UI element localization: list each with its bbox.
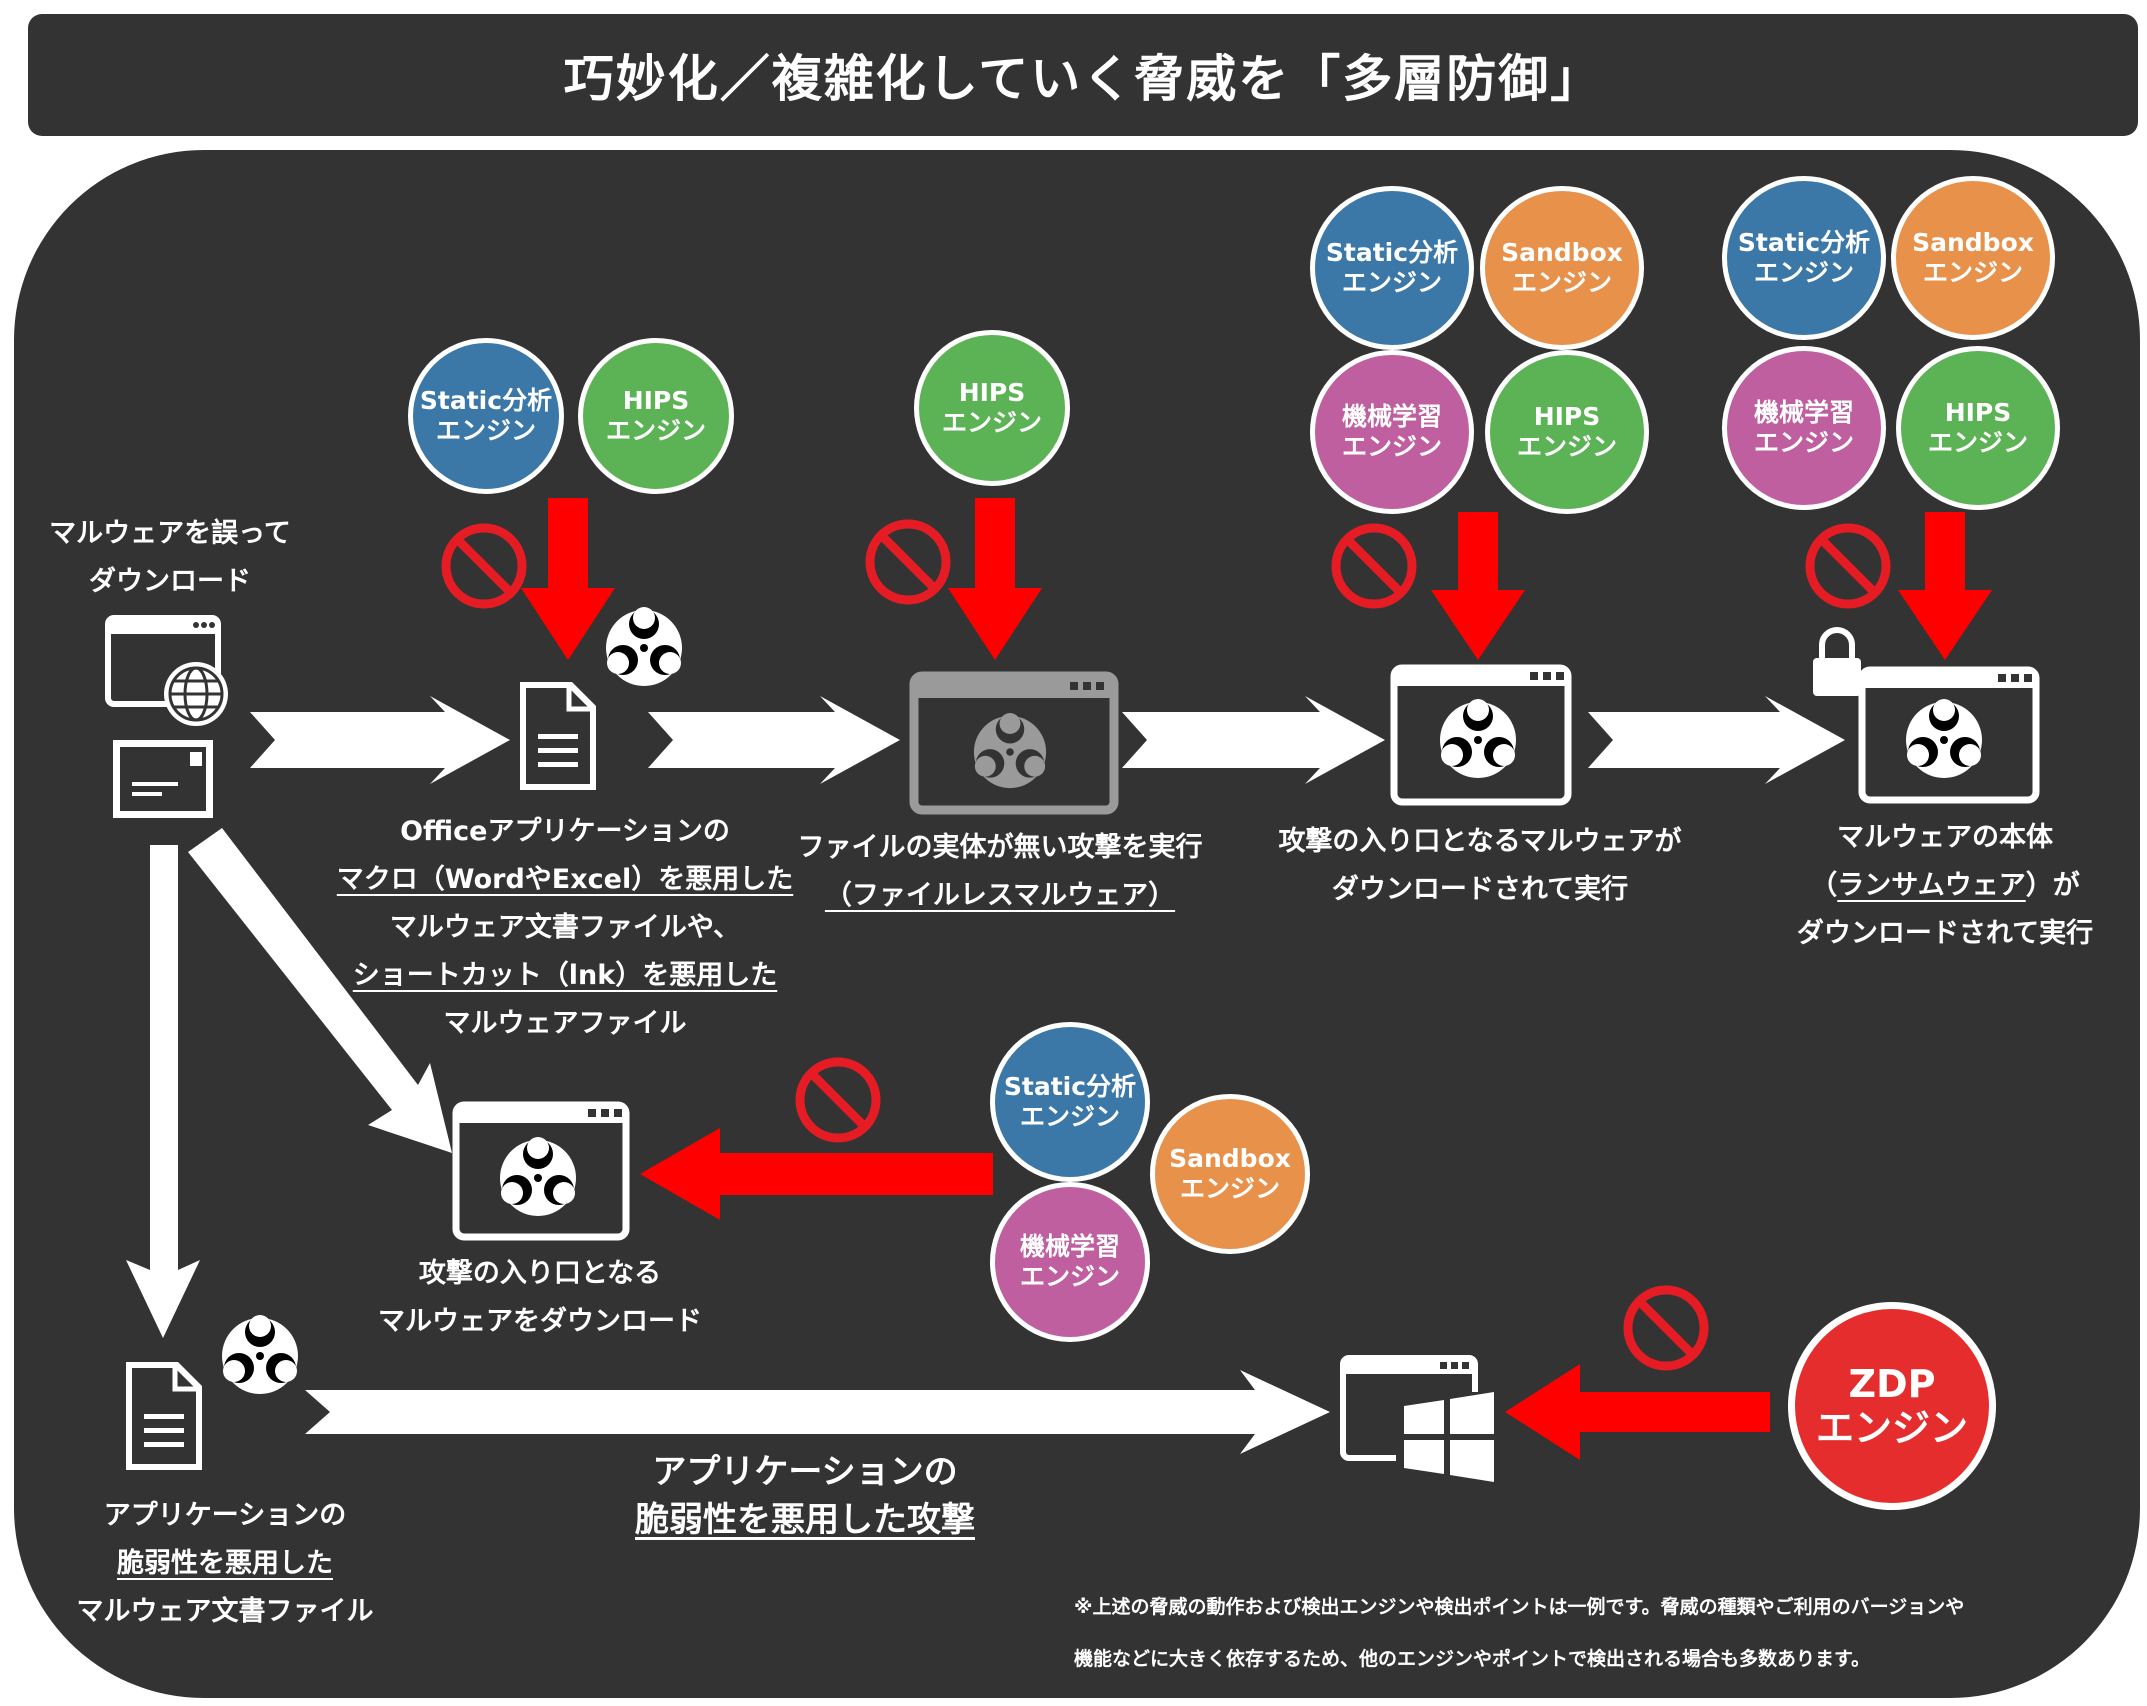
label-fileless-line-1: ファイルの実体が無い攻撃を実行 [797,832,1203,863]
browser-globe-icon [105,615,228,726]
label-start-line-2: ダウンロード [89,566,251,597]
prohibited-icon-1 [446,528,522,604]
label-start-line-1: マルウェアを誤って [49,518,291,549]
engine-hips-1: HIPS エンジン [578,338,734,494]
engine-static-2: Static分析 エンジン [1310,186,1474,350]
engine-static-1: Static分析 エンジン [408,338,564,494]
red-arrow-left-1 [640,1128,993,1220]
engine-static-4: Static分析 エンジン [990,1022,1150,1182]
label-start: マルウェアを誤って ダウンロード [30,510,310,606]
engine-hips-2: HIPS エンジン [914,330,1070,486]
window-icon-entry-download [452,1101,630,1241]
engine-sandbox-3: Sandbox エンジン [1150,1094,1310,1254]
label-ransom-underlined: ランサムウェア [1837,870,2026,901]
red-arrow-4 [1898,512,1992,660]
label-office-line-2: マクロ（WordやExcel）を悪用した [336,864,794,895]
flow-arrow-4 [1588,696,1845,784]
engine-static-3: Static分析 エンジン [1722,176,1886,340]
label-entry-line-2: ダウンロードされて実行 [1331,874,1629,905]
engine-ml-1: 機械学習 エンジン [1310,350,1474,514]
flow-arrow-down [126,845,200,1338]
label-entry-download-line-2: マルウェアをダウンロード [378,1306,702,1337]
label-entry-download: 攻撃の入り口となる マルウェアをダウンロード [340,1250,740,1346]
window-icon-ransomware [1858,666,2040,804]
prohibited-icon-4 [1810,528,1886,604]
lock-icon [1813,627,1861,696]
flow-arrow-1 [250,696,510,784]
diagram-title: 巧妙化／複雑化していく脅威を「多層防御」 [563,50,1603,108]
window-icon-fileless [909,671,1119,815]
engine-hips-4: HIPS エンジン [1896,346,2060,510]
label-ransom-line-3: ダウンロードされて実行 [1796,918,2094,949]
label-office-line-5: マルウェアファイル [443,1008,687,1039]
engine-sandbox-2: Sandbox エンジン [1891,176,2055,340]
prohibited-icon-5 [800,1062,876,1138]
engine-ml-2: 機械学習 エンジン [1722,346,1886,510]
flow-arrow-long [305,1370,1330,1454]
flow-arrow-2 [648,696,900,784]
label-vuln-doc: アプリケーションの 脆弱性を悪用した マルウェア文書ファイル [60,1492,390,1636]
label-ransom-line-1: マルウェアの本体 [1837,822,2053,853]
prohibited-icon-6 [1628,1290,1704,1366]
prohibited-icon-3 [1336,528,1412,604]
biohazard-icon-vuln [222,1315,298,1394]
label-vuln-doc-line-3: マルウェア文書ファイル [76,1596,374,1627]
label-vuln-attack-line-1: アプリケーションの [652,1452,958,1492]
windows-app-icon [1340,1355,1496,1484]
mail-icon [113,740,213,818]
label-entry-line-1: 攻撃の入り口となるマルウェアが [1278,826,1682,857]
document-icon-vuln [126,1362,202,1470]
window-icon-entry [1390,664,1572,806]
engine-zdp: ZDP エンジン [1788,1302,1996,1510]
label-vuln-doc-line-2: 脆弱性を悪用した [117,1548,333,1579]
footnote-line-1: ※上述の脅威の動作および検出エンジンや検出ポイントは一例です。脅威の種類やご利用… [1074,1596,1965,1618]
red-arrow-1 [521,498,615,660]
label-fileless-line-2: （ファイルレスマルウェア） [824,880,1176,911]
label-ransomware: マルウェアの本体 （ランサムウェア）が ダウンロードされて実行 [1760,814,2130,958]
label-office-line-4: ショートカット（lnk）を悪用した [352,960,778,991]
red-arrow-2 [948,498,1042,660]
label-fileless: ファイルの実体が無い攻撃を実行 （ファイルレスマルウェア） [780,824,1220,920]
footnote-line-2: 機能などに大きく依存するため、他のエンジンやポイントで検出される場合も多数ありま… [1074,1648,1871,1670]
document-icon-office [520,682,596,790]
engine-hips-3: HIPS エンジン [1485,350,1649,514]
label-ransom-line-2: （ランサムウェア）が [1760,862,2130,910]
engine-ml-3: 機械学習 エンジン [990,1182,1150,1342]
label-office: Officeアプリケーションの マクロ（WordやExcel）を悪用した マルウ… [330,808,800,1048]
red-arrow-3 [1431,512,1525,660]
label-vuln-attack: アプリケーションの 脆弱性を悪用した攻撃 [580,1448,1030,1544]
flow-arrow-3 [1122,696,1385,784]
label-office-line-3: マルウェア文書ファイルや、 [389,912,741,943]
engine-sandbox-1: Sandbox エンジン [1480,186,1644,350]
windows-logo-icon [1404,1392,1494,1482]
prohibited-icon-2 [870,524,946,600]
title-bar: 巧妙化／複雑化していく脅威を「多層防御」 [28,14,2138,136]
label-entry: 攻撃の入り口となるマルウェアが ダウンロードされて実行 [1250,818,1710,914]
label-office-line-1: Officeアプリケーションの [400,816,730,847]
label-entry-download-line-1: 攻撃の入り口となる [418,1258,662,1289]
label-ransom-close: ）が [2025,870,2080,901]
label-ransom-open: （ [1810,870,1838,901]
label-vuln-doc-line-1: アプリケーションの [103,1500,347,1531]
red-arrow-left-2 [1505,1364,1770,1460]
flow-arrow-diag [188,828,452,1153]
biohazard-icon-office [606,607,682,686]
label-vuln-attack-line-2: 脆弱性を悪用した攻撃 [635,1500,975,1540]
